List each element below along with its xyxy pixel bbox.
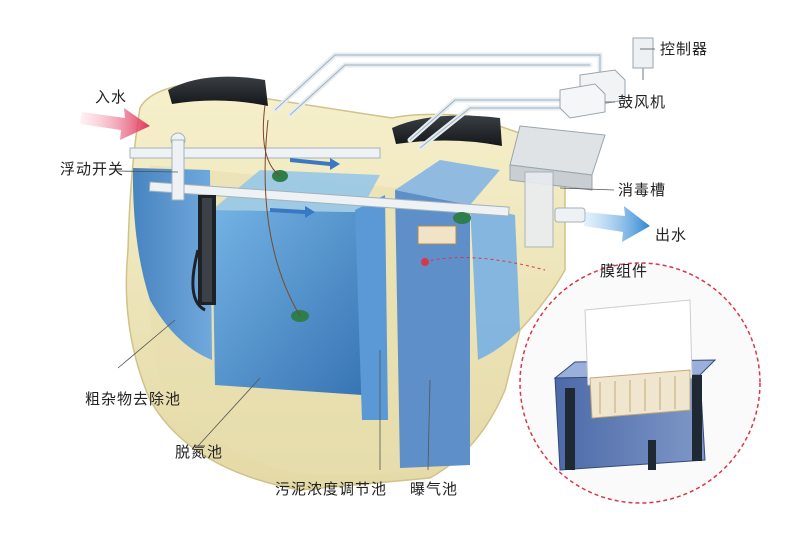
controller-box — [632, 37, 654, 80]
label-inlet: 入水 — [95, 88, 128, 106]
label-sludge-adjust-tank: 污泥浓度调节池 — [275, 480, 388, 498]
label-controller: 控制器 — [660, 40, 709, 58]
label-coarse-removal-tank: 粗杂物去除池 — [85, 390, 182, 408]
label-disinfection-tank: 消毒槽 — [618, 181, 667, 199]
label-membrane-module: 膜组件 — [600, 262, 649, 280]
leader-lines — [115, 48, 655, 471]
label-outlet: 出水 — [655, 226, 688, 244]
float-cords — [262, 104, 301, 317]
inlet-arrow — [80, 108, 150, 140]
water-compartments — [132, 160, 520, 468]
label-denitrification-tank: 脱氮池 — [175, 443, 224, 461]
coarse-screen-unit — [191, 195, 216, 312]
membrane-callout — [424, 257, 761, 504]
disinfection-tank — [509, 125, 606, 248]
label-float-switch: 浮动开关 — [60, 160, 125, 178]
blower-box — [559, 69, 626, 119]
feed-pipes — [129, 132, 586, 223]
lids — [168, 76, 502, 146]
outlet-arrow — [584, 206, 650, 242]
label-aeration-tank: 曝气池 — [410, 480, 459, 498]
flow-arrows — [270, 158, 340, 218]
label-blower: 鼓风机 — [618, 93, 667, 111]
air-pipes-outline — [274, 54, 601, 149]
